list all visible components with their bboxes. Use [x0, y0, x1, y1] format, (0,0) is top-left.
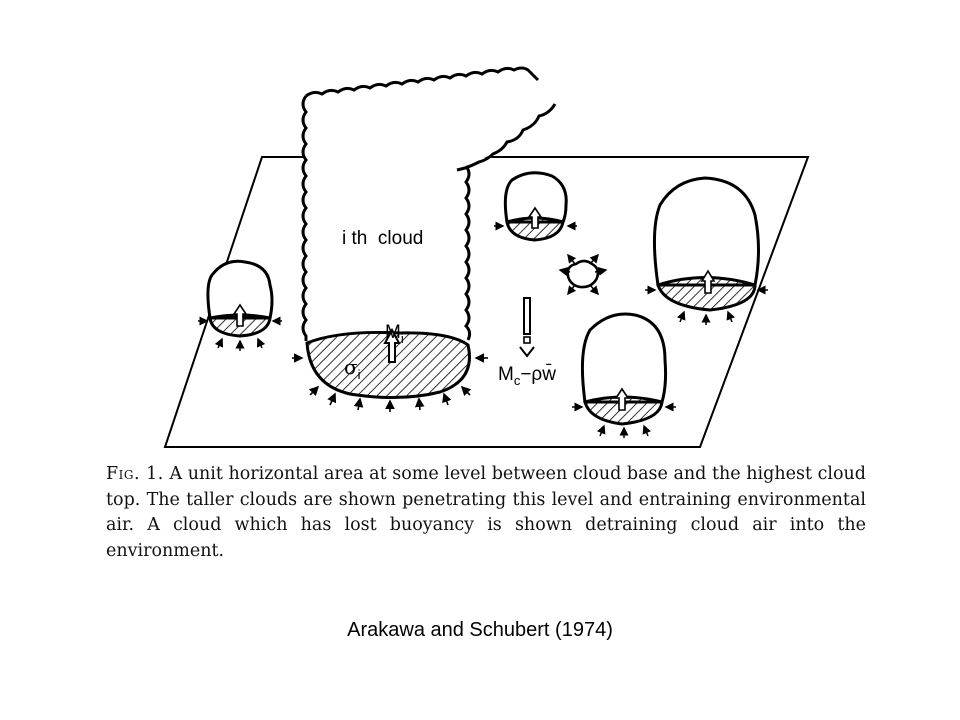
- mass-flux-label: Mi: [385, 322, 404, 346]
- subsidence-label: Mc−ρw̄: [498, 364, 556, 388]
- cloud-schematic-figure: i th cloud Mi σi: [163, 66, 810, 448]
- large-cloud-right: [645, 176, 768, 325]
- figure-caption: Fig. 1. A unit horizontal area at some l…: [106, 462, 866, 564]
- area-fraction-label: σi: [344, 355, 361, 382]
- ith-cloud-label: i th cloud: [342, 228, 423, 249]
- small-cloud-top: [494, 171, 577, 242]
- horizontal-plane: [163, 156, 810, 448]
- small-cloud-left: [198, 259, 282, 351]
- ith-cloud: [292, 66, 557, 412]
- figure-number: Fig. 1.: [106, 464, 164, 484]
- subsidence-arrow: [519, 297, 535, 358]
- caption-text: A unit horizontal area at some level bet…: [106, 464, 866, 561]
- citation: Arakawa and Schubert (1974): [347, 619, 613, 641]
- medium-cloud-lower: [572, 312, 676, 438]
- detraining-cloud: [558, 253, 608, 296]
